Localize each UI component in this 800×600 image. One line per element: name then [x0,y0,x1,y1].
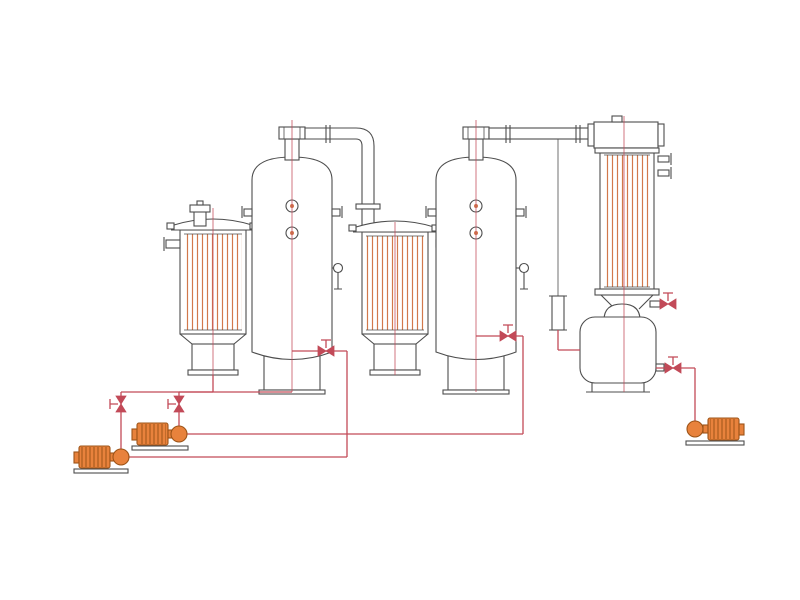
heater-1-nozzle-cap-tip [196,200,204,206]
condenser-top-header [593,121,659,149]
pump-1-motor-endcap [73,451,80,464]
separator-2-level-gauge [516,262,530,290]
heater-1-bottom-cone [179,333,247,345]
process-piping [109,116,696,458]
overhead-pipe-2-body [488,127,591,140]
pump-2-casing [170,425,188,443]
heater-1-head-lug-left [166,222,175,230]
separator-1-level-gauge [332,262,344,290]
vacuum-leg-sightglass [551,295,565,331]
pump-2-suction-line [178,391,292,426]
pump-2-motor-endcap [131,428,138,441]
condenser-upper-flange-band [594,147,660,154]
heater-1-side-nozzle [165,239,181,249]
separator-2-flange-bolts [467,127,485,139]
pump-2-baseplate [131,445,189,451]
receiver [579,303,665,393]
heater-1-nozzle-cap [189,204,211,213]
pump-2 [131,422,189,451]
separator-2-left-nozzle [427,208,437,217]
heater-2 [348,220,449,376]
condenser-water-nozzle-2 [657,169,670,177]
heater-2-head-lug-left [348,224,357,232]
heater-2-bottom-cone [361,333,429,345]
pump-1-suction-valve [109,395,127,413]
separator-1-right-nozzle [331,208,341,217]
pump-3-motor-fins [710,419,737,439]
heater-1 [163,200,258,376]
pump-1-motor-fins [81,447,108,467]
receiver-outlet-valve [664,356,682,374]
receiver-dome [603,303,641,321]
condenser-lower-flange-band [594,288,660,296]
heater-1-top-nozzle [193,210,207,227]
pump-2-motor-fins [139,424,166,444]
receiver-vessel [579,316,657,384]
overhead-pipe-2-flange-pair-1 [505,125,511,143]
condenser-left-flange-plate [587,123,595,147]
pump-3-baseplate [685,440,745,446]
condenser-tubesheets [604,154,650,288]
condenser-vent-valve [659,292,677,310]
pump-3 [685,417,745,446]
receiver-support [586,383,650,393]
condenser-vent-stub [649,300,661,308]
condenser-top-stub [611,115,623,123]
overhead-pipe-1-end-flange [355,203,381,210]
condenser [587,115,672,310]
condenser-water-nozzle-1 [657,155,670,163]
overhead-pipe-2 [488,125,591,143]
pump-1 [73,445,130,474]
pump-1-baseplate [73,468,129,474]
separator-1-left-nozzle [243,208,253,217]
condenser-tube-bundle [604,155,650,287]
separator-2-right-nozzle [515,208,525,217]
pump-3-casing [686,420,704,438]
separator-2 [425,126,530,395]
vacuum-leg [549,139,567,331]
condenser-right-flange-plate [657,123,665,147]
pump-3-suction-line [656,367,696,421]
pump-2-suction-valve [167,395,185,413]
pump-3-shaft [702,424,709,434]
separator-1-flange-bolts [283,127,301,139]
overhead-pipe-1 [304,125,381,227]
overhead-pipe-1-flange-pair [325,125,331,143]
pump-3-motor-endcap [738,423,745,436]
overhead-pipe-2-flange-pair-2 [575,125,581,143]
vacuum-leg-drain-line [557,330,580,351]
pump-1-casing [112,448,130,466]
